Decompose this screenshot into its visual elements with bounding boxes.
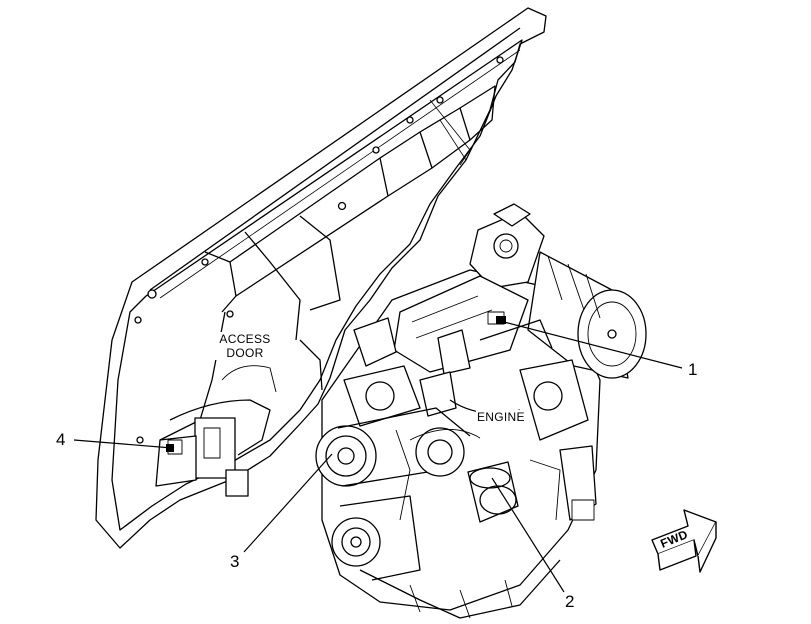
leader-line-4 <box>73 439 173 449</box>
access-door-caption: ACCESS DOOR <box>213 332 277 360</box>
leader-line-2 <box>491 477 565 593</box>
callout-1-label: 1 <box>688 360 698 379</box>
forward-arrow-icon <box>651 509 717 573</box>
engine-assembly <box>315 203 647 619</box>
callout-3-label: 3 <box>230 552 240 571</box>
leader-lines <box>73 321 683 593</box>
callout-targets <box>166 316 506 452</box>
callout-2-label: 2 <box>565 592 575 611</box>
engine-caption: ENGINE <box>476 410 526 424</box>
leader-line-3 <box>243 453 333 553</box>
access-door-line2: DOOR <box>226 346 264 360</box>
callout-4-label: 4 <box>56 430 66 449</box>
leader-line-1 <box>503 321 683 369</box>
access-door-line1: ACCESS <box>219 332 271 346</box>
